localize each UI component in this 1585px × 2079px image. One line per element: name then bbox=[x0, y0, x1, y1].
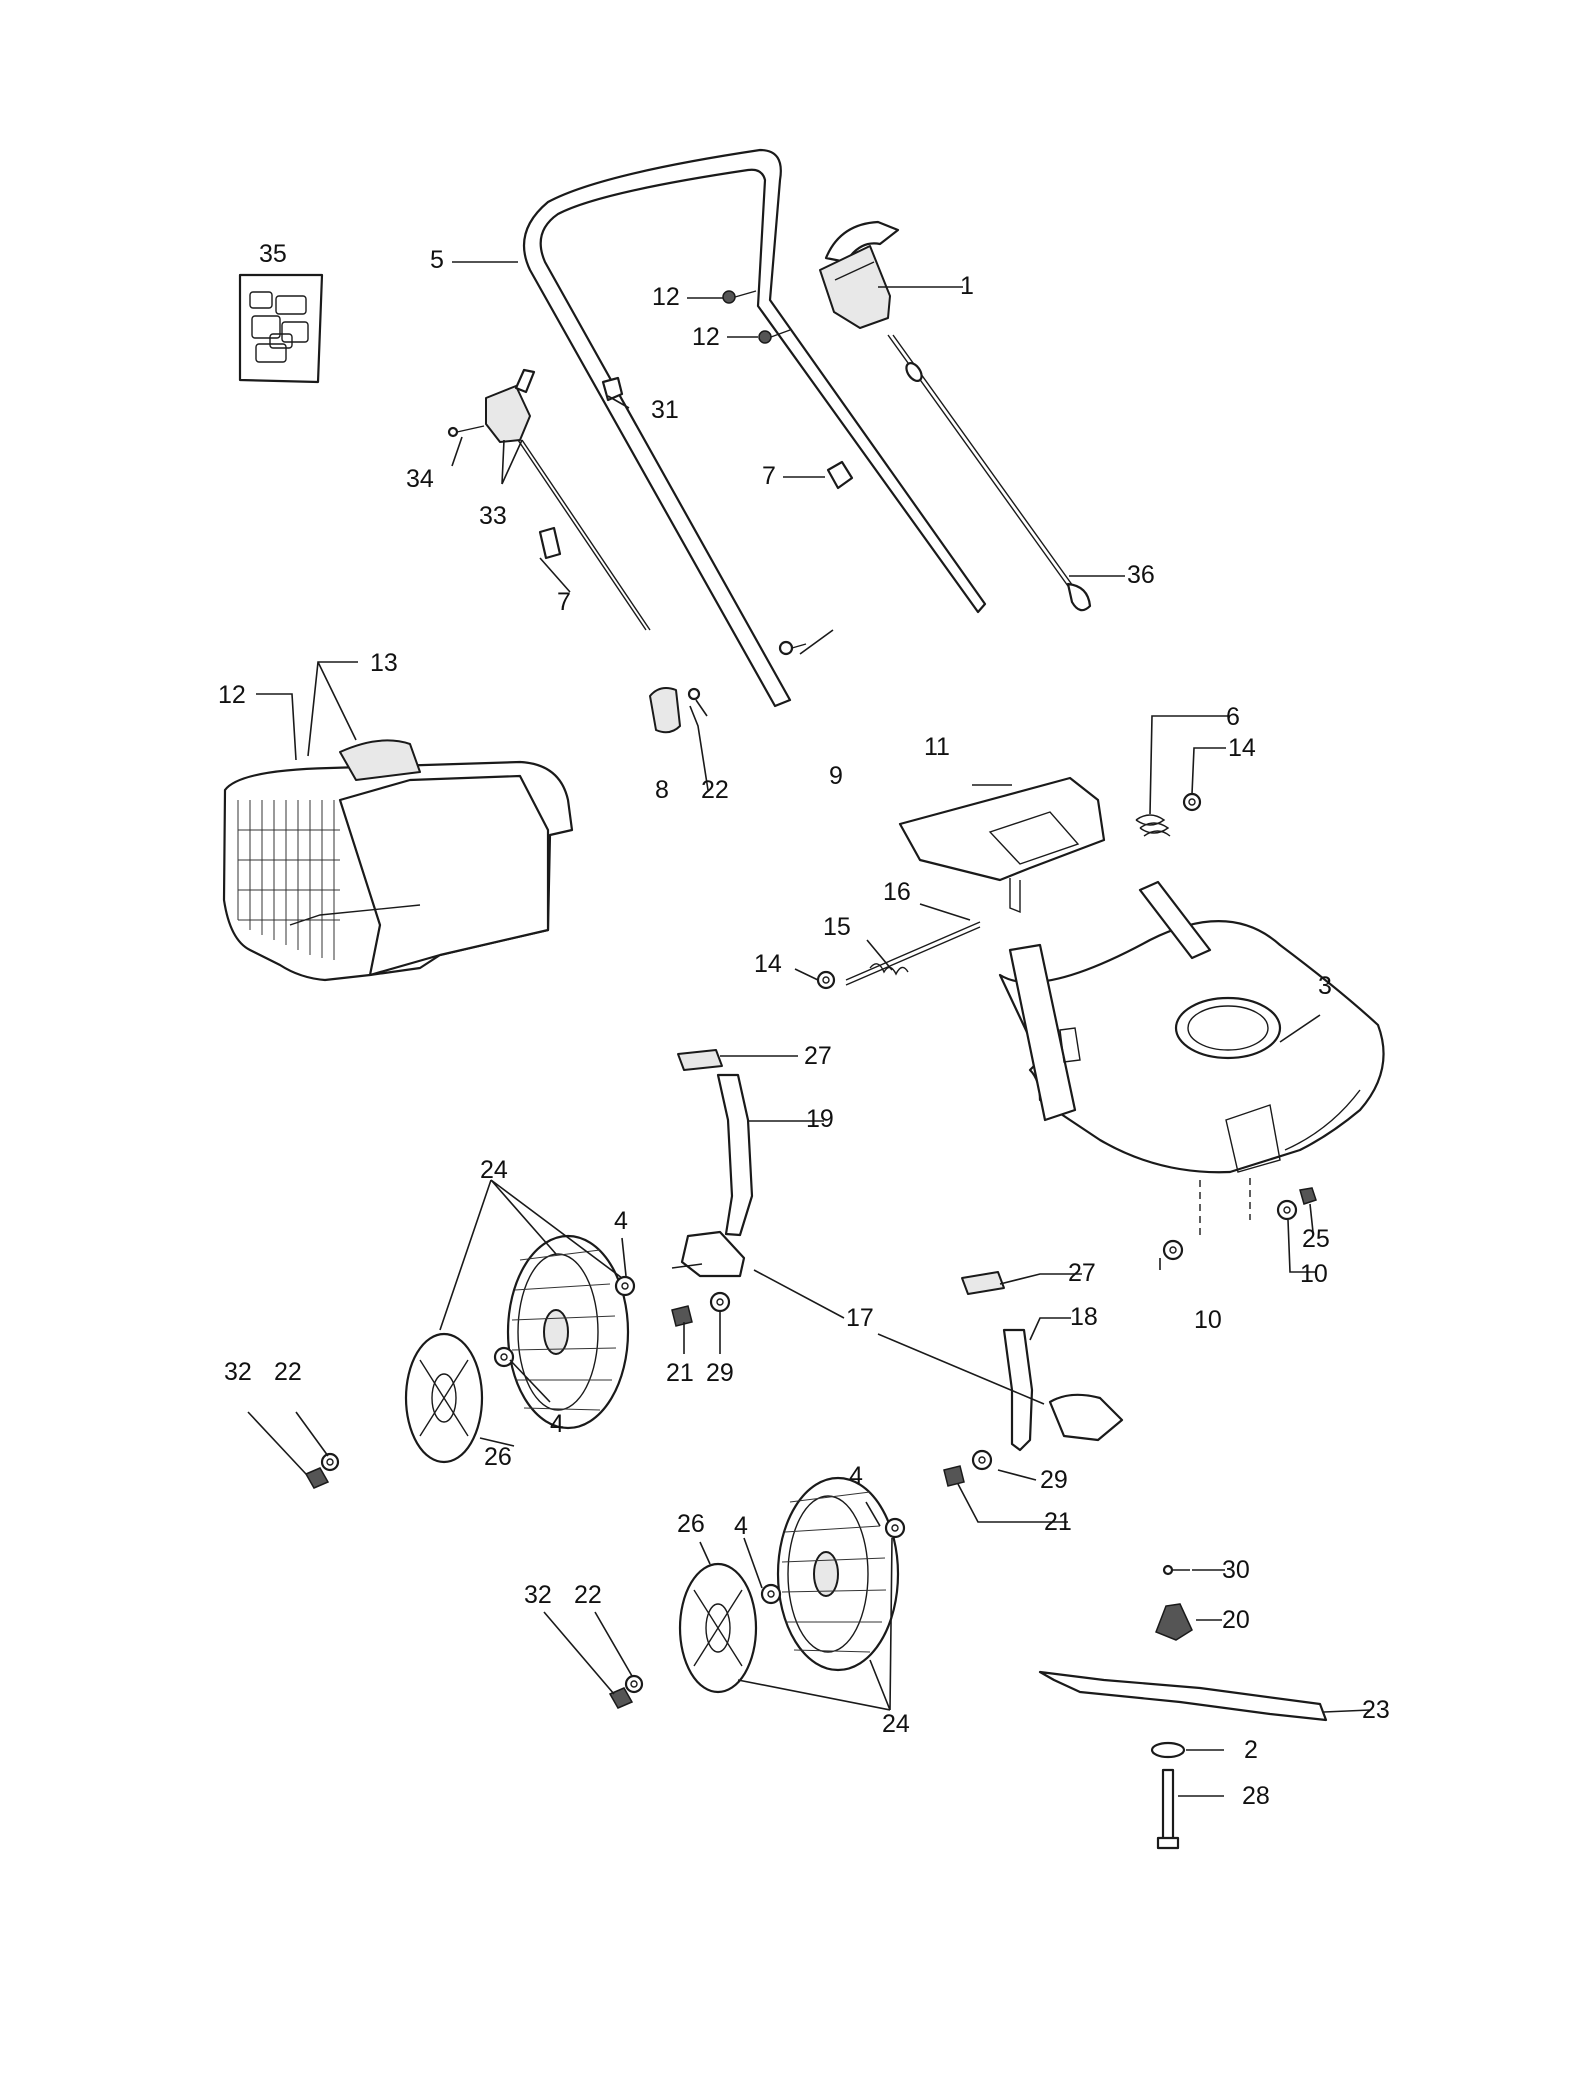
axle-bolt-part bbox=[671, 1291, 993, 1487]
hubcap-part-front bbox=[678, 1562, 758, 1694]
callout-34: 34 bbox=[406, 465, 434, 493]
callout-35: 35 bbox=[259, 240, 287, 268]
cable-clip-part bbox=[538, 460, 854, 560]
leader-lines bbox=[247, 261, 1371, 1797]
rear-flap-part bbox=[898, 776, 1106, 914]
blade-adapter-part bbox=[1155, 1603, 1193, 1641]
axle-pivot-part bbox=[671, 1230, 1124, 1442]
blade-washer-part bbox=[1150, 1741, 1186, 1759]
callout-labels: 35 5 1 12 12 31 7 34 33 36 7 13 12 6 14 … bbox=[218, 240, 1390, 1810]
wheel-part-front bbox=[776, 1476, 900, 1672]
callout-21b: 21 bbox=[1044, 1508, 1072, 1536]
callout-12c: 12 bbox=[218, 681, 246, 709]
callout-10b: 10 bbox=[1194, 1306, 1222, 1334]
hubcap-part bbox=[404, 1332, 484, 1464]
callout-32a: 32 bbox=[224, 1358, 252, 1386]
callout-12b: 12 bbox=[692, 323, 720, 351]
spring-part bbox=[1135, 814, 1171, 837]
callout-4d: 4 bbox=[734, 1512, 748, 1540]
bolt-part bbox=[778, 640, 807, 656]
callout-9: 9 bbox=[829, 762, 843, 790]
callout-24b: 24 bbox=[882, 1710, 910, 1738]
mower-deck-part bbox=[998, 880, 1385, 1174]
callout-8: 8 bbox=[655, 776, 669, 804]
callout-20: 20 bbox=[1222, 1606, 1250, 1634]
knob-part bbox=[649, 687, 701, 734]
rod-part bbox=[845, 921, 981, 986]
blade-part bbox=[1038, 1670, 1328, 1722]
callout-14a: 14 bbox=[1228, 734, 1256, 762]
callout-11: 11 bbox=[924, 733, 950, 761]
callout-30: 30 bbox=[1222, 1556, 1250, 1584]
wheel-nut-part-front bbox=[608, 1674, 644, 1709]
callout-27b: 27 bbox=[1068, 1259, 1096, 1287]
wheel-bushing-part-front bbox=[760, 1517, 906, 1605]
callout-4b: 4 bbox=[550, 1410, 564, 1438]
callout-5: 5 bbox=[430, 246, 444, 274]
callout-31: 31 bbox=[651, 396, 679, 424]
screw-part bbox=[722, 290, 791, 344]
callout-29b: 29 bbox=[1040, 1466, 1068, 1494]
callout-26b: 26 bbox=[677, 1510, 705, 1538]
callout-22b: 22 bbox=[274, 1358, 302, 1386]
height-adjust-bracket-part bbox=[677, 1049, 754, 1237]
label-sticker-part bbox=[238, 273, 324, 384]
wheel-bushing-part bbox=[493, 1275, 636, 1368]
callout-27a: 27 bbox=[804, 1042, 832, 1070]
nut-part bbox=[816, 792, 1202, 990]
callout-36: 36 bbox=[1127, 561, 1155, 589]
callout-28: 28 bbox=[1242, 1782, 1270, 1810]
blade-bolt-part bbox=[1156, 1768, 1180, 1850]
callout-2: 2 bbox=[1244, 1736, 1258, 1764]
washer-part bbox=[1162, 1178, 1317, 1261]
callout-29a: 29 bbox=[706, 1359, 734, 1387]
callout-22a: 22 bbox=[701, 776, 729, 804]
clip-part bbox=[601, 376, 624, 402]
callout-32b: 32 bbox=[524, 1581, 552, 1609]
callout-21a: 21 bbox=[666, 1359, 694, 1387]
cable-part bbox=[887, 334, 1092, 612]
callout-22c: 22 bbox=[574, 1581, 602, 1609]
callout-26a: 26 bbox=[484, 1443, 512, 1471]
pin-part bbox=[447, 425, 485, 438]
callout-17: 17 bbox=[846, 1304, 874, 1332]
callout-19: 19 bbox=[806, 1105, 834, 1133]
callout-10a: 10 bbox=[1300, 1260, 1328, 1288]
callout-23: 23 bbox=[1362, 1696, 1390, 1724]
callout-18: 18 bbox=[1070, 1303, 1098, 1331]
callout-33: 33 bbox=[479, 502, 507, 530]
callout-6: 6 bbox=[1226, 703, 1240, 731]
callout-14b: 14 bbox=[754, 950, 782, 978]
callout-25: 25 bbox=[1302, 1225, 1330, 1253]
handle-part bbox=[522, 148, 987, 708]
callout-12a: 12 bbox=[652, 283, 680, 311]
callout-3: 3 bbox=[1318, 972, 1332, 1000]
wheel-part bbox=[506, 1234, 630, 1430]
callout-4a: 4 bbox=[614, 1207, 628, 1235]
grass-catcher-part bbox=[222, 739, 574, 982]
blade-bolt-small-part bbox=[1162, 1564, 1190, 1576]
control-lever-part bbox=[819, 220, 900, 329]
throttle-control-part bbox=[485, 368, 651, 631]
callout-1: 1 bbox=[960, 272, 974, 300]
callout-7b: 7 bbox=[557, 588, 571, 616]
callout-15: 15 bbox=[823, 913, 851, 941]
callout-7a: 7 bbox=[762, 462, 776, 490]
callout-16: 16 bbox=[883, 878, 911, 906]
wheel-nut-part bbox=[304, 1452, 340, 1489]
callout-13: 13 bbox=[370, 649, 398, 677]
height-adjust-bracket-front-part bbox=[961, 1271, 1034, 1452]
callout-24a: 24 bbox=[480, 1156, 508, 1184]
callout-4c: 4 bbox=[849, 1462, 863, 1490]
